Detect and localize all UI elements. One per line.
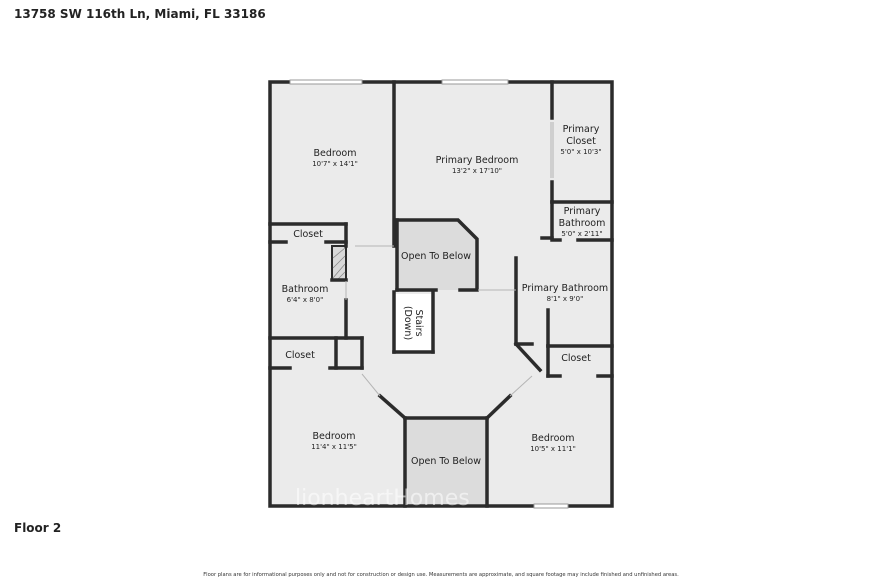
room-name: Bedroom bbox=[313, 431, 356, 442]
room-dimensions: 13'2" x 17'10" bbox=[452, 167, 502, 175]
room-name: Primary Bedroom bbox=[436, 155, 519, 166]
room-bedroom-bottom-right: Bedroom 10'5" x 11'1" bbox=[530, 433, 576, 453]
room-name: Bedroom bbox=[314, 148, 357, 159]
room-closet-lower-left: Closet bbox=[285, 350, 315, 361]
windows bbox=[289, 79, 569, 509]
room-bathroom: Bathroom 6'4" x 8'0" bbox=[282, 284, 329, 304]
room-name: Primary Bathroom bbox=[522, 283, 608, 294]
room-name-line2: Closet bbox=[566, 136, 596, 147]
walls bbox=[268, 80, 614, 508]
room-dimensions: 6'4" x 8'0" bbox=[287, 296, 324, 304]
room-dimensions: 10'5" x 11'1" bbox=[530, 445, 576, 453]
room-name-line2: Bathroom bbox=[559, 218, 606, 229]
stairs-label-line2: (Down) bbox=[402, 306, 413, 340]
room-open-to-below-upper: Open To Below bbox=[401, 251, 471, 262]
watermark: lionheartHomes bbox=[295, 486, 470, 511]
property-address: 13758 SW 116th Ln, Miami, FL 33186 bbox=[14, 7, 266, 21]
room-dimensions: 11'4" x 11'5" bbox=[311, 443, 357, 451]
room-name-line1: Primary bbox=[564, 206, 601, 217]
room-name-line1: Primary bbox=[563, 124, 600, 135]
room-name: Closet bbox=[561, 353, 591, 364]
room-primary-bathroom-small: Primary Bathroom 5'0" x 2'11" bbox=[559, 206, 606, 238]
room-name: Open To Below bbox=[411, 456, 481, 467]
room-primary-bedroom: Primary Bedroom 13'2" x 17'10" bbox=[436, 155, 519, 175]
room-dimensions: 5'0" x 10'3" bbox=[560, 148, 601, 156]
room-bedroom-bottom-left: Bedroom 11'4" x 11'5" bbox=[311, 431, 357, 451]
room-primary-bathroom: Primary Bathroom 8'1" x 9'0" bbox=[522, 283, 608, 303]
room-open-to-below-lower: Open To Below bbox=[411, 456, 481, 467]
door-openings bbox=[345, 245, 533, 397]
room-name: Bedroom bbox=[532, 433, 575, 444]
stairs-label-line1: Stairs bbox=[413, 309, 424, 336]
room-closet-upper-left: Closet bbox=[293, 229, 323, 240]
room-bedroom-top-left: Bedroom 10'7" x 14'1" bbox=[312, 148, 358, 168]
disclaimer: Floor plans are for informational purpos… bbox=[203, 572, 679, 578]
duct-hatch bbox=[331, 245, 347, 281]
open-to-below-upper-area bbox=[397, 220, 477, 290]
room-name: Open To Below bbox=[401, 251, 471, 262]
open-to-below-lower-area bbox=[405, 418, 487, 504]
room-dimensions: 10'7" x 14'1" bbox=[312, 160, 358, 168]
stairs-area bbox=[395, 294, 433, 352]
room-closet-lower-right: Closet bbox=[561, 353, 591, 364]
stairs-down: Stairs (Down) bbox=[402, 306, 424, 340]
room-primary-closet: Primary Closet 5'0" x 10'3" bbox=[560, 124, 601, 156]
room-dimensions: 5'0" x 2'11" bbox=[561, 230, 602, 238]
room-name: Closet bbox=[293, 229, 323, 240]
room-name: Closet bbox=[285, 350, 315, 361]
floor-label: Floor 2 bbox=[14, 521, 62, 535]
room-name: Bathroom bbox=[282, 284, 329, 295]
room-dimensions: 8'1" x 9'0" bbox=[547, 295, 584, 303]
